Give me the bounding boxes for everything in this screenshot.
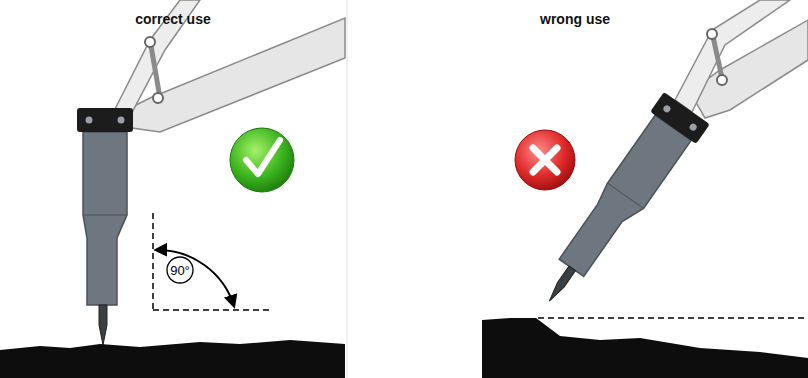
- check-icon: [230, 128, 294, 192]
- reference-line: [538, 317, 808, 319]
- callout-outline: [167, 257, 193, 283]
- panel-divider: [347, 0, 348, 378]
- excavator-arm: [675, 0, 808, 118]
- panel-heading: wrong use: [540, 11, 610, 27]
- angle-value: 90°: [170, 263, 190, 278]
- excavator-arm: [112, 0, 345, 132]
- angle-callout: 90°: [166, 256, 194, 284]
- hydraulic-breaker: [528, 92, 710, 318]
- panel-heading: correct use: [135, 11, 210, 27]
- hydraulic-breaker: [77, 108, 133, 345]
- cross-icon: [515, 130, 575, 190]
- ground: [482, 318, 808, 378]
- ground: [0, 340, 345, 378]
- angle-indicator: [153, 213, 272, 310]
